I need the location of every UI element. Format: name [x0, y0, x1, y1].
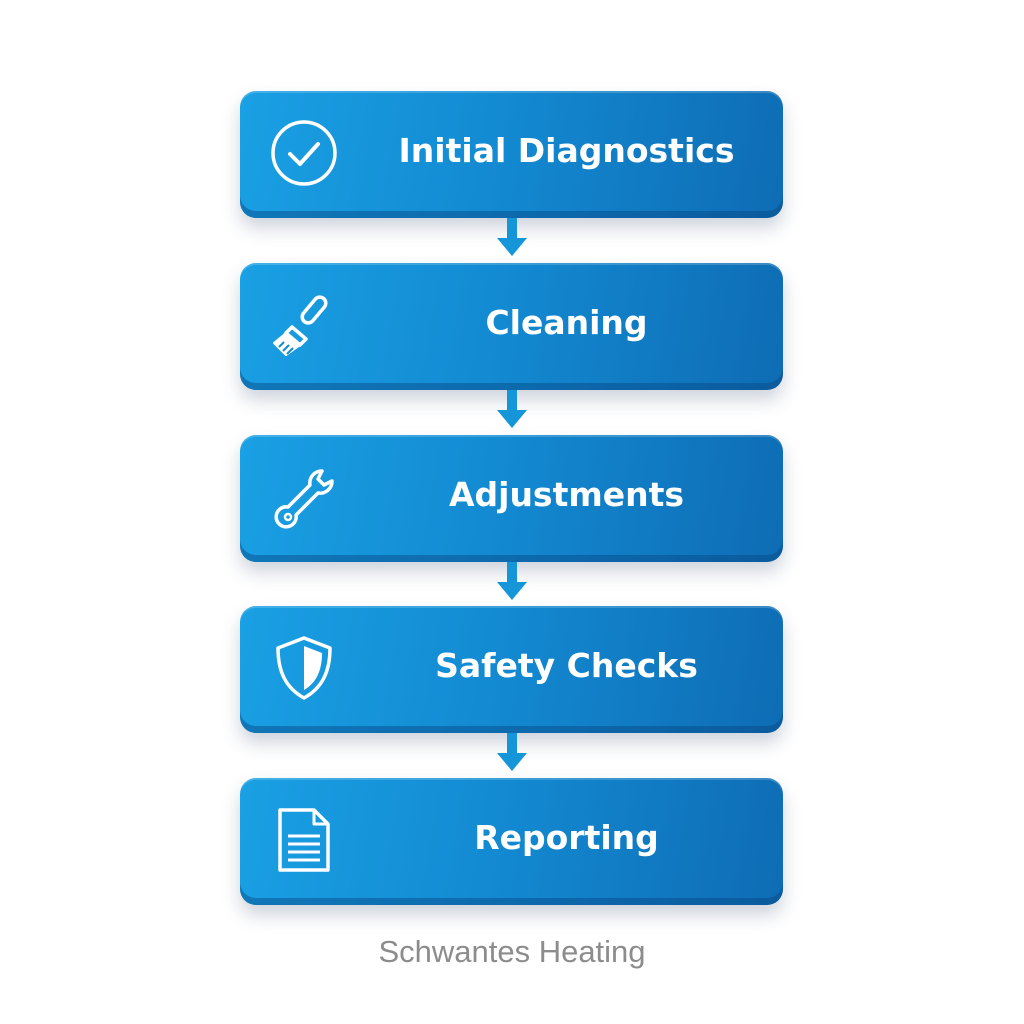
- step-initial-diagnostics: Initial Diagnostics: [240, 91, 783, 218]
- step-label: Adjustments: [448, 475, 685, 514]
- step-safety-checks: Safety Checks: [240, 606, 783, 733]
- step-label: Initial Diagnostics: [398, 131, 735, 170]
- arrow-down-icon: [497, 562, 527, 602]
- wrench-icon: [270, 463, 338, 531]
- step-cleaning: Cleaning: [240, 263, 783, 390]
- step-reporting: Reporting: [240, 778, 783, 905]
- shield-icon: [270, 634, 338, 702]
- step-label: Cleaning: [485, 303, 648, 342]
- brush-icon: [270, 291, 338, 359]
- company-name: Schwantes Heating: [378, 934, 646, 969]
- step-label: Reporting: [474, 818, 659, 857]
- arrow-down-icon: [497, 733, 527, 773]
- document-icon: [270, 806, 338, 874]
- check-circle-icon: [270, 119, 338, 187]
- arrow-down-icon: [497, 218, 527, 258]
- step-adjustments: Adjustments: [240, 435, 783, 562]
- step-label: Safety Checks: [435, 646, 698, 685]
- arrow-down-icon: [497, 390, 527, 430]
